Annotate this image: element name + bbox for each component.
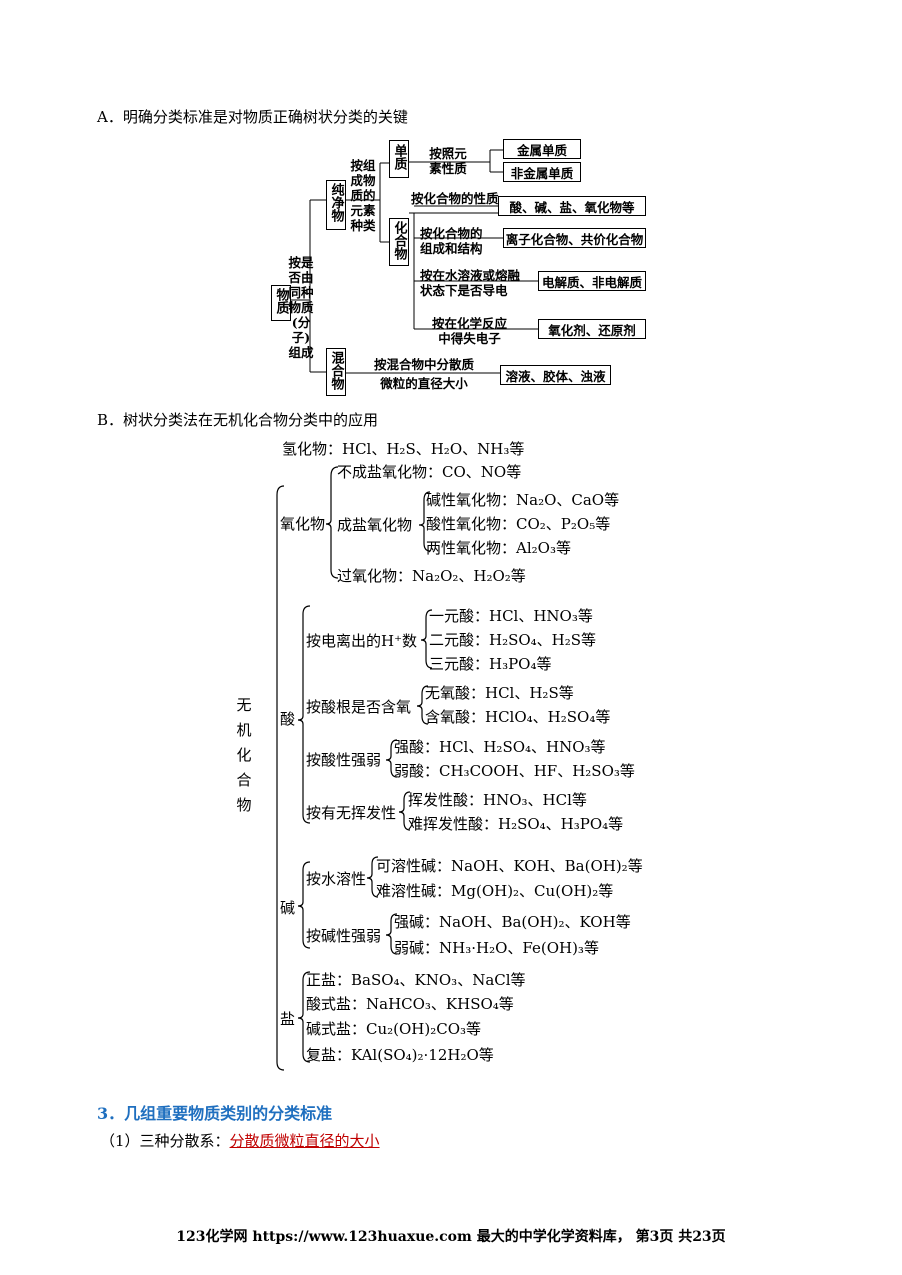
acid-criterion-3: 按酸性强弱 (306, 751, 382, 769)
oxide-label: 氧化物 (280, 515, 326, 533)
root-box: 物质 (271, 285, 291, 321)
c3-1: 状态下是否导电 (420, 283, 508, 298)
acid-3a: 强酸：HCl、H₂SO₄、HNO₃等 (394, 738, 606, 756)
root-label: 物质 (273, 288, 289, 314)
root-char-3: 合 (236, 771, 252, 789)
section-3-heading: 3．几组重要物质类别的分类标准 (97, 1104, 333, 1123)
compound-result-3: 电解质、非电解质 (538, 271, 646, 291)
compound-result-1: 酸、碱、盐、氧化物等 (498, 196, 646, 216)
salt-3: 碱式盐：Cu₂(OH)₂CO₃等 (306, 1020, 482, 1038)
item-1-value: 分散质微粒直径的大小 (229, 1132, 380, 1150)
rc-5: 组成 (288, 345, 314, 360)
hydride: 氢化物：HCl、H₂S、H₂O、NH₃等 (282, 440, 525, 458)
section-b-title: B．树状分类法在无机化合物分类中的应用 (97, 411, 379, 429)
acid-label: 酸 (280, 710, 296, 728)
nonmetal-box: 非金属单质 (503, 162, 581, 182)
oxide-1: 不成盐氧化物：CO、NO等 (337, 463, 522, 481)
base-criterion-2: 按碱性强弱 (306, 927, 382, 945)
salt-2: 酸式盐：NaHCO₃、KHSO₄等 (306, 995, 514, 1013)
compound-result-2: 离子化合物、共价化合物 (503, 228, 646, 248)
acid-4a: 挥发性酸：HNO₃、HCl等 (408, 791, 587, 809)
oxide-3: 过氧化物：Na₂O₂、H₂O₂等 (337, 567, 526, 585)
mixture-box: 混合物 (326, 348, 346, 396)
mc-0: 按混合物中分散质 (374, 357, 475, 372)
acid-1a: 一元酸：HCl、HNO₃等 (429, 607, 593, 625)
pc-1: 成物 (350, 173, 376, 188)
pure-criterion: 按组 成物 质的 元素 种类 (349, 158, 377, 233)
rc-3: 物质 (288, 300, 314, 315)
pc-3: 元素 (350, 203, 376, 218)
acid-3b: 弱酸：CH₃COOH、HF、H₂SO₃等 (394, 762, 635, 780)
compound-criterion-4: 按在化学反应 中得失电子 (432, 316, 507, 346)
acid-2a: 无氧酸：HCl、H₂S等 (425, 684, 574, 702)
pure-label: 纯净物 (328, 183, 344, 222)
acid-1c: 三元酸：H₃PO₄等 (429, 655, 552, 673)
c4-0: 按在化学反应 (432, 316, 508, 331)
mc-1: 微粒的直径大小 (380, 376, 468, 391)
base-label: 碱 (280, 899, 296, 917)
root-criterion: 按是 否由 同种 物质 (分子) 组成 (284, 255, 318, 360)
base-criterion-1: 按水溶性 (306, 870, 367, 888)
c3-0: 按在水溶液或熔融 (420, 268, 521, 283)
pure-box: 纯净物 (326, 180, 346, 230)
ec-0: 按照元 (429, 146, 467, 161)
compound-criterion-2: 按化合物的 组成和结构 (420, 226, 483, 256)
root-char-4: 物 (236, 796, 252, 814)
mixture-result: 溶液、胶体、浊液 (500, 365, 611, 385)
base-2b: 弱碱：NH₃·H₂O、Fe(OH)₃等 (394, 939, 599, 957)
salt-1: 正盐：BaSO₄、KNO₃、NaCl等 (306, 971, 526, 989)
compound-result-4: 氧化剂、还原剂 (538, 319, 646, 339)
acid-criterion-4: 按有无挥发性 (306, 804, 397, 822)
base-1b: 难溶性碱：Mg(OH)₂、Cu(OH)₂等 (376, 882, 614, 900)
element-label: 单质 (391, 144, 407, 170)
rc-4: (分子) (291, 315, 311, 345)
salt-label: 盐 (280, 1010, 296, 1028)
element-criterion: 按照元 素性质 (424, 146, 472, 176)
salt-4: 复盐：KAl(SO₄)₂·12H₂O等 (306, 1046, 494, 1064)
section-a-title: A．明确分类标准是对物质正确树状分类的关键 (97, 108, 408, 126)
root-char-0: 无 (236, 696, 252, 714)
ec-1: 素性质 (429, 161, 467, 176)
metal-box: 金属单质 (503, 139, 581, 159)
pc-0: 按组 (350, 158, 376, 173)
compound-box: 化合物 (389, 218, 409, 266)
compound-criterion-1: 按化合物的性质 (411, 191, 499, 206)
oxide-2c: 两性氧化物：Al₂O₃等 (426, 539, 571, 557)
oxide-2a: 碱性氧化物：Na₂O、CaO等 (426, 491, 620, 509)
rc-2: 同种 (288, 285, 314, 300)
mixture-label: 混合物 (328, 351, 344, 390)
item-1-label: （1）三种分散系： (100, 1132, 230, 1150)
base-2a: 强碱：NaOH、Ba(OH)₂、KOH等 (394, 913, 631, 931)
section-3-item-1: （1）三种分散系：分散质微粒直径的大小 (100, 1132, 380, 1150)
mixture-criterion: 按混合物中分散质 微粒的直径大小 (374, 357, 474, 391)
inorganic-root: 无 机 化 合 物 (236, 693, 252, 818)
c2-1: 组成和结构 (420, 241, 483, 256)
c4-1: 中得失电子 (438, 331, 501, 346)
root-char-2: 化 (236, 746, 252, 764)
acid-criterion-1: 按电离出的H⁺数 (306, 632, 417, 650)
oxide-2: 成盐氧化物 (337, 516, 413, 534)
rc-0: 按是 (288, 255, 314, 270)
pc-2: 质的 (350, 188, 376, 203)
root-char-1: 机 (236, 721, 252, 739)
c2-0: 按化合物的 (420, 226, 483, 241)
acid-1b: 二元酸：H₂SO₄、H₂S等 (429, 631, 597, 649)
compound-criterion-3: 按在水溶液或熔融 状态下是否导电 (420, 268, 520, 298)
page-footer: 123化学网 https://www.123huaxue.com 最大的中学化学… (176, 1229, 726, 1245)
base-1a: 可溶性碱：NaOH、KOH、Ba(OH)₂等 (376, 857, 643, 875)
oxide-2b: 酸性氧化物：CO₂、P₂O₅等 (426, 515, 611, 533)
acid-2b: 含氧酸：HClO₄、H₂SO₄等 (425, 708, 611, 726)
acid-criterion-2: 按酸根是否含氧 (306, 698, 412, 716)
acid-4b: 难挥发性酸：H₂SO₄、H₃PO₄等 (408, 815, 624, 833)
pc-4: 种类 (350, 218, 376, 233)
rc-1: 否由 (288, 270, 314, 285)
compound-label: 化合物 (391, 221, 407, 260)
element-box: 单质 (389, 140, 409, 178)
